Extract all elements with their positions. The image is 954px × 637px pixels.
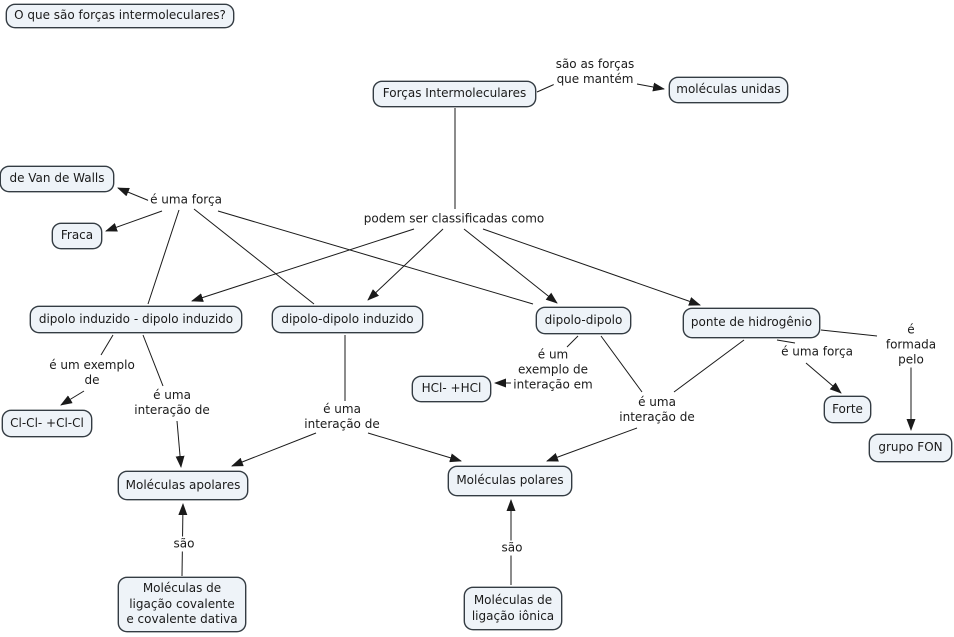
edge-ponte-to-e-formada-pelo [820, 329, 878, 337]
edge-e-uma-interacao-left-to-apolares [175, 420, 185, 468]
concept-node-label: Moléculas de ligação iônica [471, 592, 555, 623]
edge-dipdip-to-e-uma-forca-left [217, 210, 534, 305]
edge-ponte-to-e-uma-forca-right [776, 339, 796, 344]
link-phrase-e-formada-pelo[interactable]: é formada pelo [883, 322, 939, 368]
edge-classificadas-to-dipind [191, 228, 415, 302]
concept-node-covalente[interactable]: Moléculas de ligação covalente e covalen… [118, 577, 246, 632]
edge-e-uma-interacao-center-to-apolares [231, 432, 317, 467]
concept-node-label: Moléculas de ligação covalente e covalen… [126, 581, 238, 627]
link-phrase-sao-right[interactable]: são [499, 540, 525, 556]
concept-node-label: Fraca [60, 228, 94, 243]
edge-dipdip-to-e-um-exemplo-interacao [566, 335, 579, 348]
concept-node-fon[interactable]: grupo FON [869, 434, 952, 462]
link-phrase-sao-as-forcas[interactable]: são as forças que mantém [553, 57, 637, 87]
edge-e-uma-interacao-right-to-polares [546, 427, 638, 462]
link-phrase-e-uma-interacao-center[interactable]: é uma interação de [302, 402, 382, 432]
concept-node-label: Cl-Cl- +Cl-Cl [10, 415, 84, 430]
edge-dipind-to-e-um-exemplo-de [100, 334, 114, 356]
concept-node-label: O que são forças intermoleculares? [14, 8, 226, 23]
edge-dipind-to-e-uma-interacao-left [142, 334, 164, 387]
concept-node-label: ponte de hidrogênio [690, 315, 813, 330]
concept-node-label: de Van de Walls [9, 171, 105, 186]
edge-ponte-to-e-uma-interacao-right [673, 339, 745, 393]
concept-node-polares[interactable]: Moléculas polares [448, 466, 572, 496]
concept-node-dipdip[interactable]: dipolo-dipolo [536, 307, 631, 334]
edge-dipdipind-to-e-uma-forca-left [193, 208, 315, 305]
concept-node-label: Forças Intermoleculares [382, 86, 527, 101]
edge-sao-as-forcas-to-unidas [636, 82, 665, 92]
edge-classificadas-to-dipdipind [367, 228, 444, 301]
concept-node-label: grupo FON [878, 440, 943, 455]
edge-dipdip-to-e-uma-interacao-right [600, 335, 643, 393]
concept-node-fraca[interactable]: Fraca [52, 223, 102, 249]
link-phrase-sao-left[interactable]: são [171, 536, 197, 552]
edge-dipind-to-e-uma-forca-left [147, 209, 180, 305]
concept-node-label: dipolo-dipolo [544, 312, 623, 327]
link-phrase-e-uma-forca-left[interactable]: é uma força [148, 192, 224, 208]
concept-node-ponte[interactable]: ponte de hidrogênio [683, 308, 820, 338]
edge-e-uma-interacao-center-to-polares [367, 432, 462, 463]
link-phrase-e-um-exemplo-de[interactable]: é um exemplo de [47, 358, 137, 388]
concept-node-label: HCl- +HCl [421, 381, 482, 396]
link-phrase-e-uma-interacao-left[interactable]: é uma interação de [132, 388, 212, 418]
link-phrase-e-um-exemplo-interacao[interactable]: é um exemplo de interação em [511, 347, 595, 393]
concept-node-apolares[interactable]: Moléculas apolares [118, 471, 248, 500]
concept-node-label: Moléculas polares [456, 473, 564, 488]
concept-node-unidas[interactable]: moléculas unidas [669, 77, 788, 103]
link-phrase-e-uma-forca-right[interactable]: é uma força [779, 344, 855, 360]
concept-node-label: dipolo induzido - dipolo induzido [38, 311, 234, 326]
concept-node-clcl[interactable]: Cl-Cl- +Cl-Cl [2, 410, 92, 437]
concept-node-vanwalls[interactable]: de Van de Walls [0, 166, 114, 192]
concept-node-ionica[interactable]: Moléculas de ligação iônica [464, 587, 562, 630]
edge-e-uma-forca-right-to-forte [805, 362, 842, 394]
link-phrase-e-uma-interacao-right[interactable]: é uma interação de [617, 395, 697, 425]
link-phrase-classificadas[interactable]: podem ser classificadas como [361, 211, 547, 227]
edge-forcas-to-sao-as-forcas [536, 83, 556, 93]
concept-node-label: moléculas unidas [676, 82, 781, 97]
edge-e-um-exemplo-de-to-clcl [60, 390, 85, 406]
concept-node-dipdipind[interactable]: dipolo-dipolo induzido [272, 306, 423, 333]
concept-node-forcas[interactable]: Forças Intermoleculares [373, 81, 536, 107]
edge-e-uma-forca-left-to-fraca [105, 210, 163, 232]
concept-node-hcl[interactable]: HCl- +HCl [412, 376, 491, 402]
concept-node-label: Moléculas apolares [125, 477, 241, 492]
concept-node-label: Forte [832, 401, 863, 416]
concept-node-dipind[interactable]: dipolo induzido - dipolo induzido [30, 306, 242, 333]
concept-node-forte[interactable]: Forte [824, 396, 871, 423]
concept-node-question[interactable]: O que são forças intermoleculares? [6, 4, 234, 28]
edge-classificadas-to-ponte [482, 228, 701, 306]
concept-node-label: dipolo-dipolo induzido [281, 311, 414, 326]
edge-classificadas-to-dipdip [463, 228, 558, 304]
